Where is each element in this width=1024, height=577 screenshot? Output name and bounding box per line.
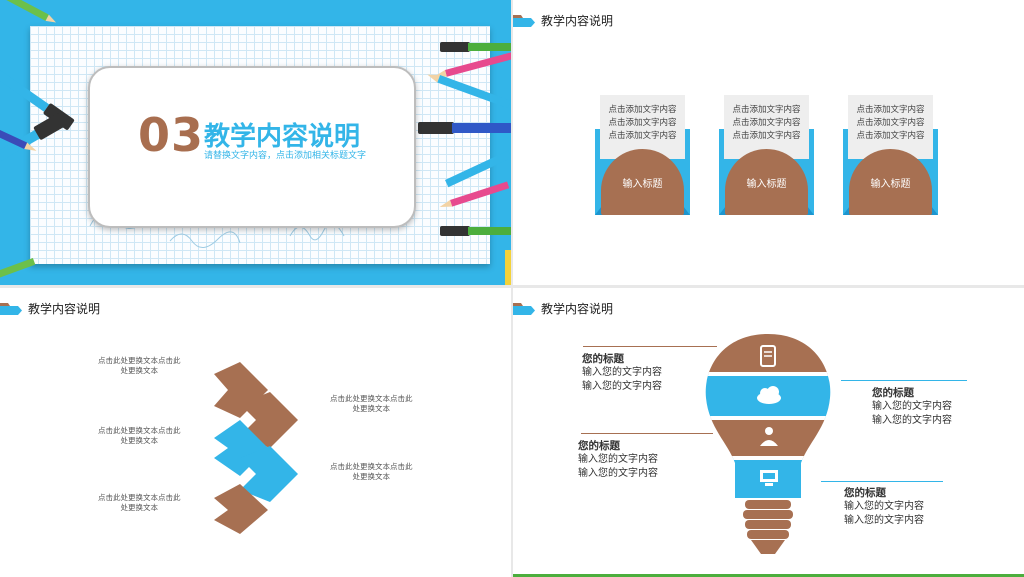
info-block[interactable]: 您的标题输入您的文字内容输入您的文字内容	[582, 353, 662, 392]
text-placeholder[interactable]: 点击此处更换文本点击此处更换文本	[330, 462, 413, 481]
section-title: 教学内容说明	[204, 122, 361, 152]
next-slide-edge	[513, 574, 1024, 577]
text-placeholder[interactable]: 点击此处更换文本点击此处更换文本	[98, 426, 181, 445]
section-subtitle: 请替换文字内容，点击添加相关标题文字	[204, 151, 367, 161]
text-placeholder[interactable]: 点击此处更换文本点击此处更换文本	[98, 356, 181, 375]
connector-line	[583, 346, 717, 347]
slide-header: 教学内容说明	[513, 10, 613, 30]
cloud-icon	[757, 386, 781, 404]
title-card: 03 教学内容说明 请替换文字内容，点击添加相关标题文字	[88, 66, 416, 228]
connector-line	[841, 380, 967, 381]
header-title: 教学内容说明	[541, 301, 614, 316]
header-tag-icon	[0, 303, 22, 315]
envelope-card[interactable]: 点击添加文字内容 点击添加文字内容 点击添加文字内容 输入标题	[595, 95, 690, 215]
connector-line	[821, 481, 943, 482]
info-block[interactable]: 您的标题输入您的文字内容输入您的文字内容	[872, 387, 952, 426]
text-placeholder[interactable]: 点击此处更换文本点击此处更换文本	[98, 493, 181, 512]
header-tag-icon	[513, 15, 535, 27]
slide-header: 教学内容说明	[513, 298, 613, 318]
envelope-pocket: 输入标题	[849, 149, 932, 215]
info-block[interactable]: 您的标题输入您的文字内容输入您的文字内容	[844, 487, 924, 526]
slide-2-thumbnail[interactable]: 教学内容说明 点击添加文字内容 点击添加文字内容 点击添加文字内容 输入标题 点…	[513, 0, 1024, 285]
envelope-paper: 点击添加文字内容 点击添加文字内容 点击添加文字内容	[848, 95, 933, 159]
header-title: 教学内容说明	[28, 301, 101, 316]
text-placeholder[interactable]: 点击此处更换文本点击此处更换文本	[330, 394, 413, 413]
header-title: 教学内容说明	[541, 13, 614, 28]
person-icon	[760, 427, 778, 446]
envelope-paper: 点击添加文字内容 点击添加文字内容 点击添加文字内容	[724, 95, 809, 159]
lightbulb-graphic	[705, 334, 831, 554]
card-label: 输入标题	[622, 179, 663, 190]
envelope-pocket: 输入标题	[725, 149, 808, 215]
envelope-card[interactable]: 点击添加文字内容 点击添加文字内容 点击添加文字内容 输入标题	[843, 95, 938, 215]
section-number: 03	[138, 108, 205, 162]
tablet-icon	[760, 345, 776, 367]
zigzag-chevron-graphic	[214, 362, 298, 534]
envelope-paper: 点击添加文字内容 点击添加文字内容 点击添加文字内容	[600, 95, 685, 159]
slide-3-thumbnail[interactable]: 教学内容说明 点击此处更换文本点击此处更换文本 点击此处更换文本点击此处更换文本…	[0, 288, 511, 577]
card-label: 输入标题	[746, 179, 787, 190]
slide-1-thumbnail[interactable]: 03 教学内容说明 请替换文字内容，点击添加相关标题文字	[0, 0, 511, 285]
envelope-pocket: 输入标题	[601, 149, 684, 215]
slide-4-thumbnail[interactable]: 教学内容说明 您的标题输入您的文字内容输入您的文字内容 您的标题输	[513, 288, 1024, 577]
header-tag-icon	[513, 303, 535, 315]
envelope-card[interactable]: 点击添加文字内容 点击添加文字内容 点击添加文字内容 输入标题	[719, 95, 814, 215]
card-label: 输入标题	[870, 179, 911, 190]
info-block[interactable]: 您的标题输入您的文字内容输入您的文字内容	[578, 440, 658, 479]
monitor-icon	[760, 470, 778, 486]
slide-header: 教学内容说明	[0, 298, 100, 318]
pencil-decorations	[0, 0, 511, 285]
connector-line	[581, 433, 713, 434]
